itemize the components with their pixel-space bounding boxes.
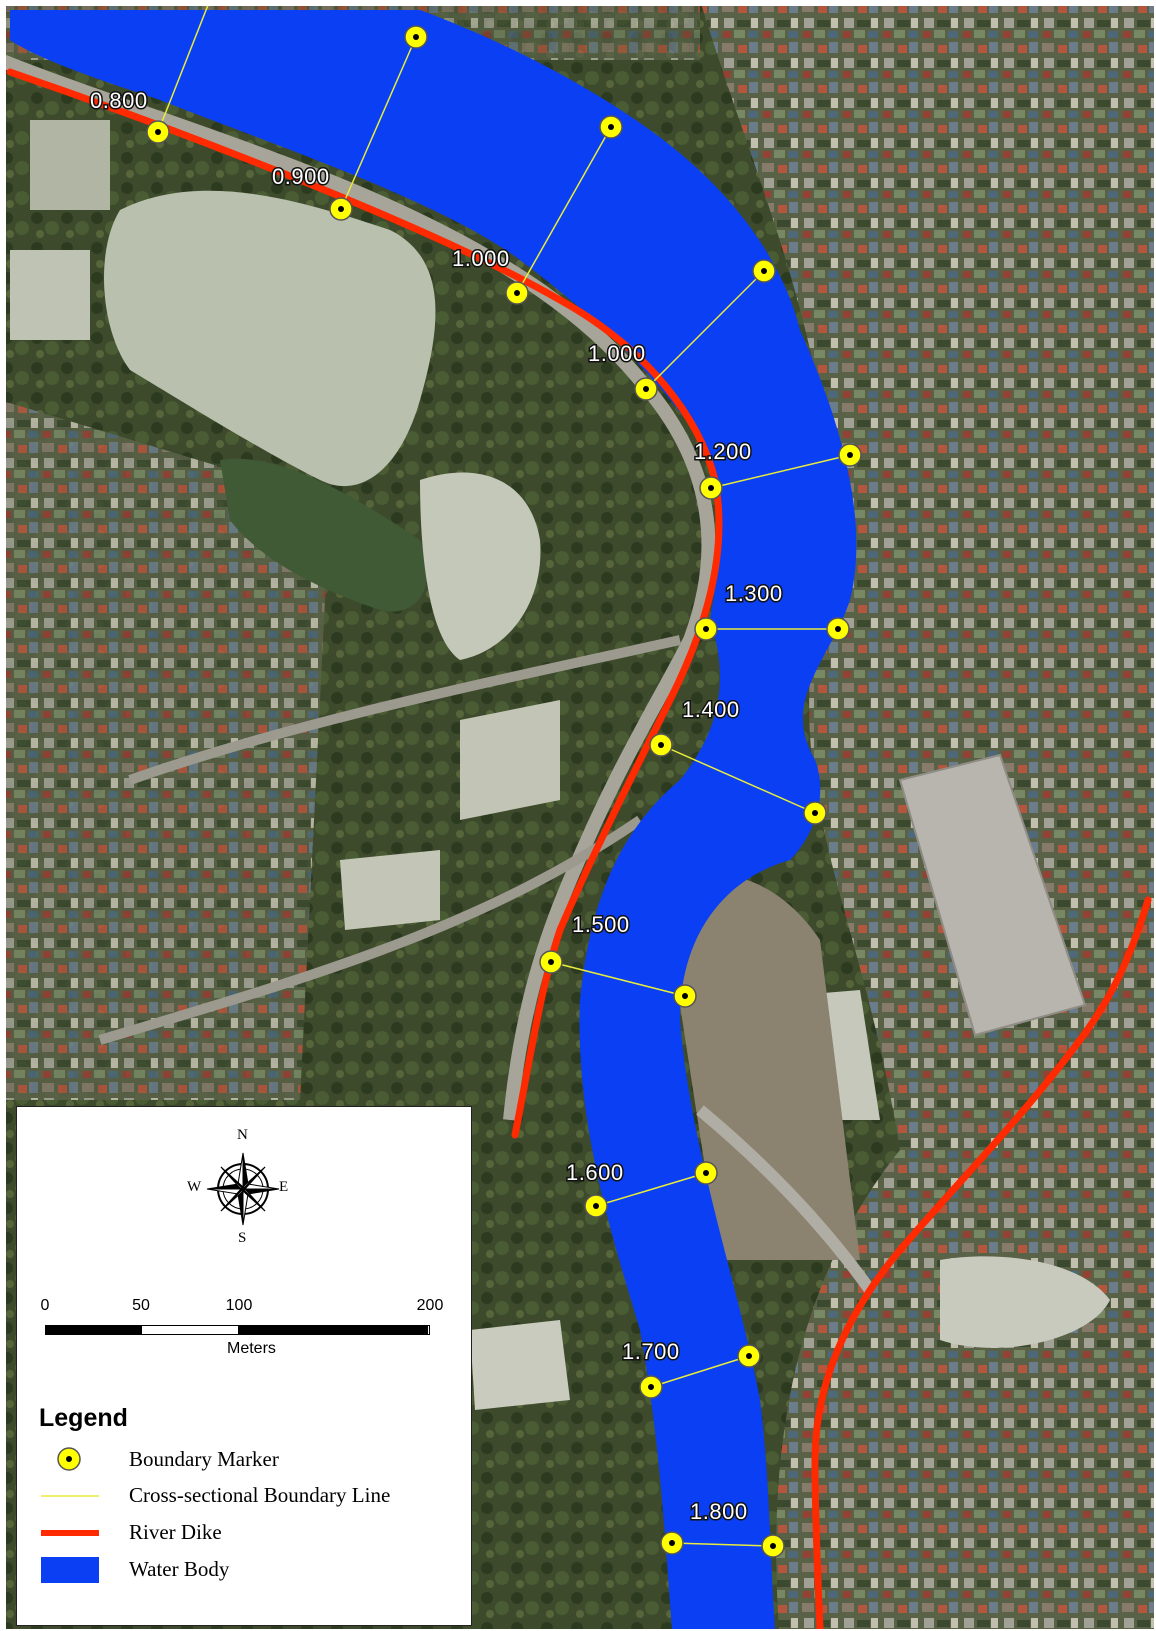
boundary-marker[interactable] [329,197,353,221]
boundary-marker[interactable] [761,1534,785,1558]
legend-panel: N S E W 0 50 100 200 Meters Legend Bound… [16,1106,472,1626]
boundary-marker[interactable] [584,1194,608,1218]
chainage-label: 1.200 [694,439,752,464]
water-fill-icon [41,1557,99,1583]
boundary-marker[interactable] [539,950,563,974]
cross-section-line [516,126,612,294]
chainage-label: 1.300 [725,581,783,606]
boundary-marker[interactable] [634,377,658,401]
cross-section-layer: 0.800 0.900 1.000 1.000 1.200 1.300 1.400 1.500… [89,6,862,1558]
boundary-marker[interactable] [694,1161,718,1185]
boundary-marker[interactable] [649,733,673,757]
scale-bar [45,1325,430,1335]
legend-item-boundary-line: Cross-sectional Boundary Line [17,1479,471,1513]
legend-label-river-dike: River Dike [129,1520,222,1544]
compass-east-label: E [279,1179,289,1195]
boundary-marker[interactable] [694,617,718,641]
water-body-polygon [10,10,857,1629]
boundary-marker[interactable] [146,120,170,144]
scale-tick-50: 50 [132,1297,150,1314]
legend-label-boundary-line: Cross-sectional Boundary Line [129,1483,391,1507]
cross-section-line [710,454,851,489]
cross-section-line [550,961,686,997]
legend-item-river-dike: River Dike [17,1516,471,1550]
legend-label-water-body: Water Body [129,1557,230,1581]
scale-tick-100: 100 [225,1297,253,1314]
chainage-label: 1.500 [572,912,630,937]
cross-section-line [650,1355,750,1388]
chainage-label: 1.400 [682,697,740,722]
cross-section-line [340,36,417,210]
boundary-marker[interactable] [599,115,623,139]
river-dike-east [811,896,1152,1629]
scale-unit-label: Meters [227,1340,276,1357]
scale-tick-200: 200 [416,1297,444,1314]
boundary-marker[interactable] [803,801,827,825]
thick-line-icon [41,1530,99,1536]
thin-line-icon [41,1495,99,1497]
map-view[interactable]: 0.800 0.900 1.000 1.000 1.200 1.300 1.400 1.500… [6,6,1154,1629]
compass-west-label: W [187,1179,202,1195]
chainage-label: 0.800 [90,88,148,113]
boundary-marker[interactable] [699,476,723,500]
scale-tick-0: 0 [40,1297,50,1314]
compass-south-label: S [238,1230,247,1246]
cross-section-line [660,744,816,814]
legend-title: Legend [39,1404,128,1432]
boundary-marker[interactable] [826,617,850,641]
compass-rose-icon [206,1152,280,1226]
cross-section-line [671,1542,774,1547]
chainage-label: 1.600 [566,1160,624,1185]
boundary-marker[interactable] [838,443,862,467]
boundary-marker[interactable] [673,984,697,1008]
compass-north-label: N [237,1127,248,1143]
boundary-marker[interactable] [660,1531,684,1555]
chainage-label: 1.800 [690,1499,748,1524]
chainage-label: 0.900 [272,164,330,189]
boundary-marker-icon [57,1447,81,1471]
river-dike-west [6,68,723,1139]
cross-section-line [157,6,209,133]
chainage-label: 1.700 [622,1339,680,1364]
legend-item-water-body: Water Body [17,1553,471,1587]
chainage-label: 1.000 [588,341,646,366]
legend-item-boundary-marker: Boundary Marker [17,1443,471,1477]
cross-section-line [645,270,765,390]
cross-section-line [595,1172,707,1207]
legend-label-boundary-marker: Boundary Marker [129,1447,279,1471]
boundary-marker[interactable] [505,281,529,305]
boundary-marker[interactable] [752,259,776,283]
boundary-marker[interactable] [737,1344,761,1368]
chainage-label: 1.000 [452,246,510,271]
boundary-marker[interactable] [404,25,428,49]
boundary-marker[interactable] [639,1375,663,1399]
